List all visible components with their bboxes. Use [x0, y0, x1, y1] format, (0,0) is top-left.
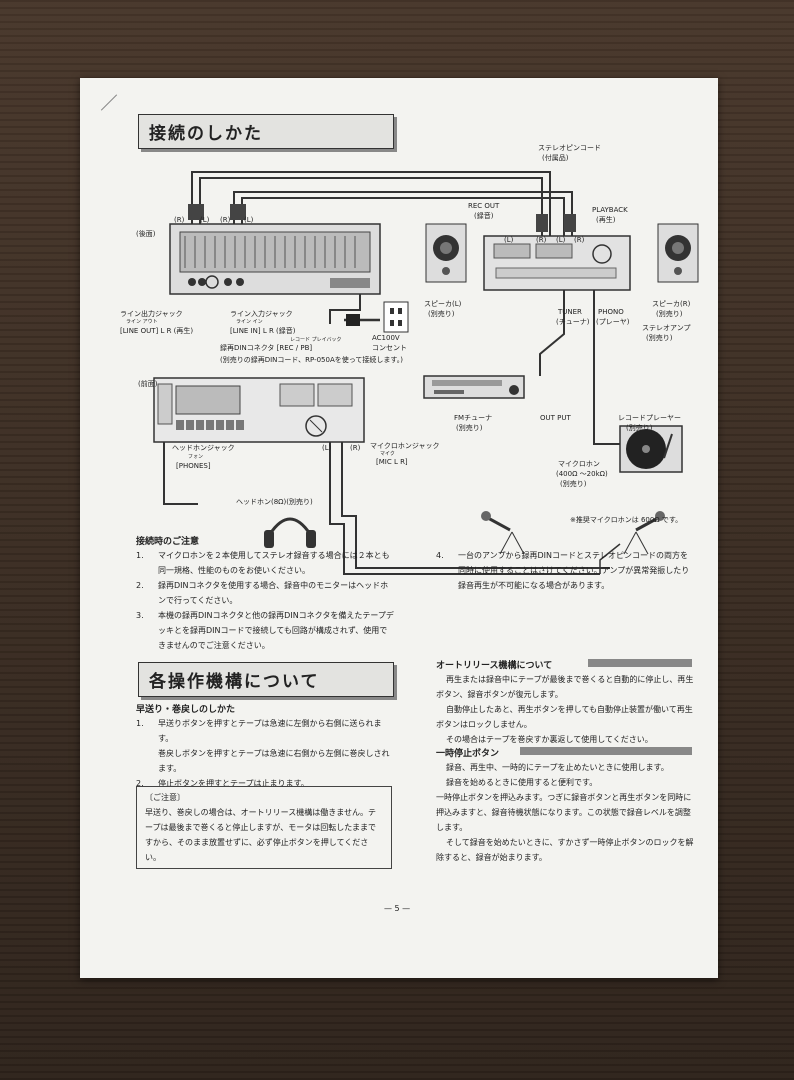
speaker-left [425, 223, 467, 283]
label-headphone-ruby: フォン [188, 454, 204, 460]
microphone-right [623, 511, 665, 555]
label-line-out-ruby: ライン アウト [126, 319, 158, 325]
caution-item: 3.本機の録再DINコネクタと他の録再DINコネクタを備えたテープデッキとを録再… [136, 611, 394, 650]
label-rear: (後面) [136, 230, 156, 238]
auto-release-heading: オートリリース機構について [436, 661, 553, 671]
label-record-player: レコードプレーヤー [618, 414, 681, 422]
note-text: 早送り、巻戻しの場合は、オートリリース機構は働きません。テープは最後まで巻くると… [145, 808, 377, 862]
label-recommended-mic: ※推奨マイクロホンは 600Ω です。 [570, 516, 683, 524]
label-rec-out: REC OUT [468, 202, 500, 210]
label-line-in-jack: ライン入力ジャック [230, 310, 293, 318]
label-speaker-r: スピーカ(R) [652, 300, 691, 308]
label-mic-note: (別売り) [560, 480, 587, 488]
label-headphones: ヘッドホン(8Ω)(別売り) [236, 498, 313, 506]
label-playback-jp: (再生) [596, 216, 616, 224]
deck-front-panel [153, 377, 365, 443]
label-stereo-amp-note: (別売り) [646, 334, 673, 342]
label-front: (前面) [138, 380, 158, 388]
heading-bar [588, 659, 692, 667]
label-amp-r2: (R) [574, 236, 585, 244]
label-mic-impedance: (400Ω 〜20kΩ) [556, 470, 608, 478]
cautions-heading: 接続時のご注意 [136, 537, 200, 547]
label-line-out-jack: ライン出力ジャック [120, 310, 183, 318]
label-speaker-l-note: (別売り) [428, 310, 455, 318]
label-amp-l: (L) [504, 236, 514, 244]
ff-rew-list: 1.早送りボタンを押すとテープは急速に左側から右側に送られます。 巻戻しボタンを… [136, 716, 394, 791]
document-page: 接続のしかた [80, 78, 718, 978]
pen-mark [100, 94, 118, 111]
ac-outlet [344, 301, 409, 333]
caution-item: 1.マイクロホンを２本使用してステレオ録音する場合には２本とも同一規格、性能のも… [136, 551, 390, 575]
section-title-connection: 接続のしかた [138, 114, 394, 149]
label-line-in: [LINE IN] L R (録音) [230, 327, 296, 335]
label-line-out: [LINE OUT] L R (再生) [120, 327, 194, 335]
label-phono-jp: (プレーヤ) [596, 318, 630, 326]
list-item-sub: 巻戻しボタンを押すとテープは急速に右側から左側に巻戻しされます。 [158, 749, 390, 773]
label-mic-lr: [MIC L R] [376, 458, 408, 466]
record-player [619, 425, 683, 473]
label-din-note: (別売りの録再DINコード、RP-050Aを使って接続します。) [220, 356, 403, 364]
caution-item: 4.一台のアンプから録再DINコードとステレオピンコードの両方を同時に使用するこ… [436, 551, 690, 590]
label-front-l: (L) [322, 444, 332, 452]
label-ac-outlet: AC100V [372, 334, 400, 342]
label-rear-l1: (L) [200, 216, 210, 224]
fm-tuner [423, 375, 525, 399]
label-tuner: TUNER [558, 308, 582, 316]
cautions-list-left: 1.マイクロホンを２本使用してステレオ録音する場合には２本とも同一規格、性能のも… [136, 548, 394, 653]
microphone-left [481, 511, 525, 555]
label-amp-l2: (L) [556, 236, 566, 244]
label-phono: PHONO [598, 308, 624, 316]
label-rear-r1: (R) [174, 216, 185, 224]
label-rear-l2: (L) [244, 216, 254, 224]
label-fm-tuner: FMチューナ [454, 414, 493, 422]
label-amp-r: (R) [536, 236, 547, 244]
pause-heading: 一時停止ボタン [436, 749, 500, 759]
label-output: OUT PUT [540, 414, 571, 422]
caution-note-box: 〔ご注意〕 早送り、巻戻しの場合は、オートリリース機構は働きません。テープは最後… [136, 786, 392, 869]
ff-rew-heading: 早送り・巻戻しのしかた [136, 705, 236, 715]
label-front-r: (R) [350, 444, 361, 452]
label-din-ruby: レコード プレイバック [290, 337, 342, 343]
heading-bar [520, 747, 692, 755]
label-din-connector: 録再DINコネクタ [REC / PB] [220, 344, 313, 352]
page-number: — 5 — [384, 904, 411, 913]
caution-item: 2.録再DINコネクタを使用する場合、録音中のモニターはヘッドホンで行ってくださ… [136, 581, 389, 605]
list-item: 2.停止ボタンを押すとテープは止まります。 [136, 779, 309, 788]
label-phones: [PHONES] [176, 462, 211, 470]
label-mic-ruby: マイク [380, 451, 395, 457]
label-record-player-note: (別売り) [626, 424, 653, 432]
cautions-list-right: 4.一台のアンプから録再DINコードとステレオピンコードの両方を同時に使用するこ… [436, 548, 694, 593]
connection-diagram [153, 171, 699, 575]
label-mic-jack: マイクロホンジャック [370, 442, 440, 450]
section-title-controls: 各操作機構について [138, 662, 394, 697]
label-line-in-ruby: ライン イン [236, 319, 263, 325]
pause-text: 録音、再生中、一時的にテープを止めたいときに使用します。 録音を始めるときに使用… [436, 763, 694, 862]
label-headphone-jack: ヘッドホンジャック [172, 444, 235, 452]
label-speaker-r-note: (別売り) [656, 310, 683, 318]
label-fm-tuner-note: (別売り) [456, 424, 483, 432]
label-microphone: マイクロホン [558, 460, 600, 468]
label-tuner-jp: (チューナ) [556, 318, 590, 326]
label-ac-outlet-jp: コンセント [372, 344, 407, 352]
label-stereo-pin-cord: ステレオピンコード [538, 144, 601, 152]
note-title: 〔ご注意〕 [145, 793, 185, 802]
auto-release-text: 再生または録音中にテープが最後まで巻くると自動的に停止し、再生ボタン、録音ボタン… [436, 675, 694, 744]
label-stereo-pin-cord-note: (付属品) [542, 154, 569, 162]
speaker-right [657, 223, 699, 283]
list-item: 1.早送りボタンを押すとテープは急速に左側から右側に送られます。 [136, 719, 382, 743]
stereo-amplifier [483, 235, 631, 291]
label-speaker-l: スピーカ(L) [424, 300, 462, 308]
deck-rear-panel [169, 223, 381, 324]
label-rec-out-jp: (録音) [474, 212, 494, 220]
headphones [264, 517, 316, 548]
label-stereo-amp: ステレオアンプ [642, 324, 691, 332]
label-playback: PLAYBACK [592, 206, 628, 214]
label-rear-r2: (R) [220, 216, 231, 224]
